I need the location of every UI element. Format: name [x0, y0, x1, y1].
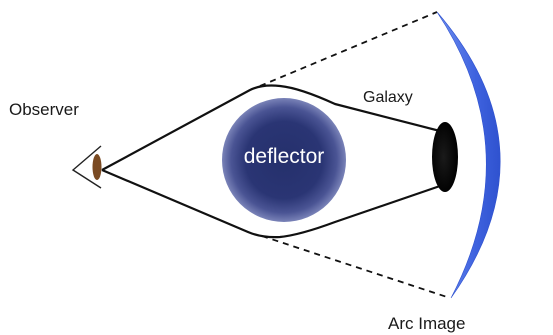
light-path-upper	[101, 84, 441, 171]
arc-image-label: Arc Image	[388, 314, 466, 333]
galaxy-icon	[432, 122, 458, 192]
observer-label: Observer	[9, 100, 79, 119]
dashed-path-upper	[259, 11, 438, 87]
light-path-lower	[101, 168, 441, 239]
eye-icon	[71, 145, 102, 189]
galaxy-label: Galaxy	[363, 89, 413, 106]
deflector-label: deflector	[243, 145, 325, 168]
dashed-path-lower	[261, 235, 448, 298]
arc-image-icon	[436, 11, 501, 299]
deflector-mass-icon	[222, 98, 346, 222]
